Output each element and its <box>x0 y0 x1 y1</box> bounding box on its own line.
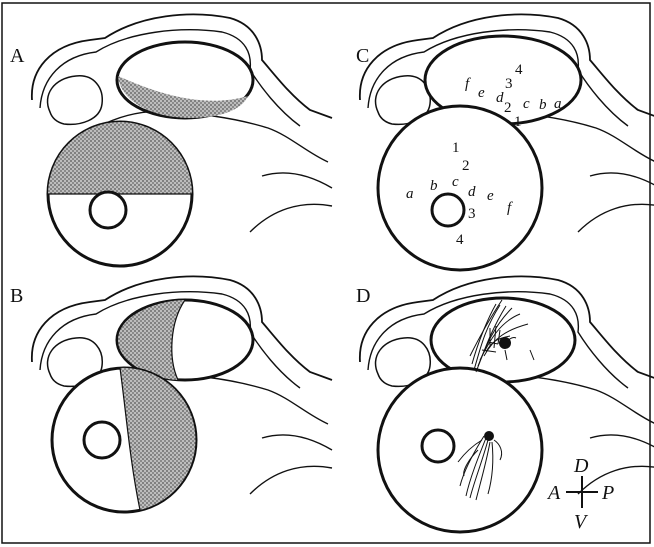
panel-c <box>360 14 654 270</box>
compass-anterior-label: A <box>546 482 561 504</box>
c-tectum-number-4: 4 <box>515 62 523 78</box>
c-tectum-letter-d: d <box>496 90 504 106</box>
panel-b-label: B <box>10 285 23 307</box>
c-tectum-letter-e: e <box>478 85 485 101</box>
c-retina-letter-e: e <box>487 188 494 204</box>
c-tectum-number-2: 2 <box>504 100 512 116</box>
panel-a-tectum <box>117 42 253 118</box>
panel-b-lens <box>84 422 120 458</box>
c-tectum-letter-a: a <box>554 96 562 112</box>
panel-d-label: D <box>356 285 370 307</box>
c-retina-number-1: 1 <box>452 140 460 156</box>
c-retina-letter-b: b <box>430 178 438 194</box>
panel-d-eye <box>378 368 542 532</box>
c-retina-letter-c: c <box>452 174 459 190</box>
c-retina-number-3: 3 <box>468 206 476 222</box>
panel-d-lens <box>422 430 454 462</box>
panel-d-tectal-injection-dot <box>499 337 511 349</box>
panel-b <box>32 276 332 512</box>
compass-ventral-label: V <box>574 511 589 533</box>
c-retina-letter-a: a <box>406 186 414 202</box>
c-tectum-letter-b: b <box>539 97 547 113</box>
panel-a-eye <box>48 122 192 266</box>
c-tectum-number-3: 3 <box>505 76 513 92</box>
compass-dorsal-label: D <box>573 455 589 477</box>
c-retina-number-2: 2 <box>462 158 470 174</box>
panel-c-label: C <box>356 45 369 67</box>
panel-a-lens <box>90 192 126 228</box>
c-retina-letter-d: d <box>468 184 476 200</box>
panel-a-label: A <box>10 45 25 67</box>
panel-d-retinal-injection-dot <box>484 431 494 441</box>
c-tectum-letter-c: c <box>523 96 530 112</box>
panel-c-lens <box>432 194 464 226</box>
panel-a <box>32 14 332 266</box>
panel-b-eye <box>52 368 196 512</box>
c-retina-number-4: 4 <box>456 232 464 248</box>
orientation-compass: D A P V <box>546 455 614 533</box>
compass-posterior-label: P <box>601 482 614 504</box>
c-tectum-number-1: 1 <box>514 114 522 130</box>
